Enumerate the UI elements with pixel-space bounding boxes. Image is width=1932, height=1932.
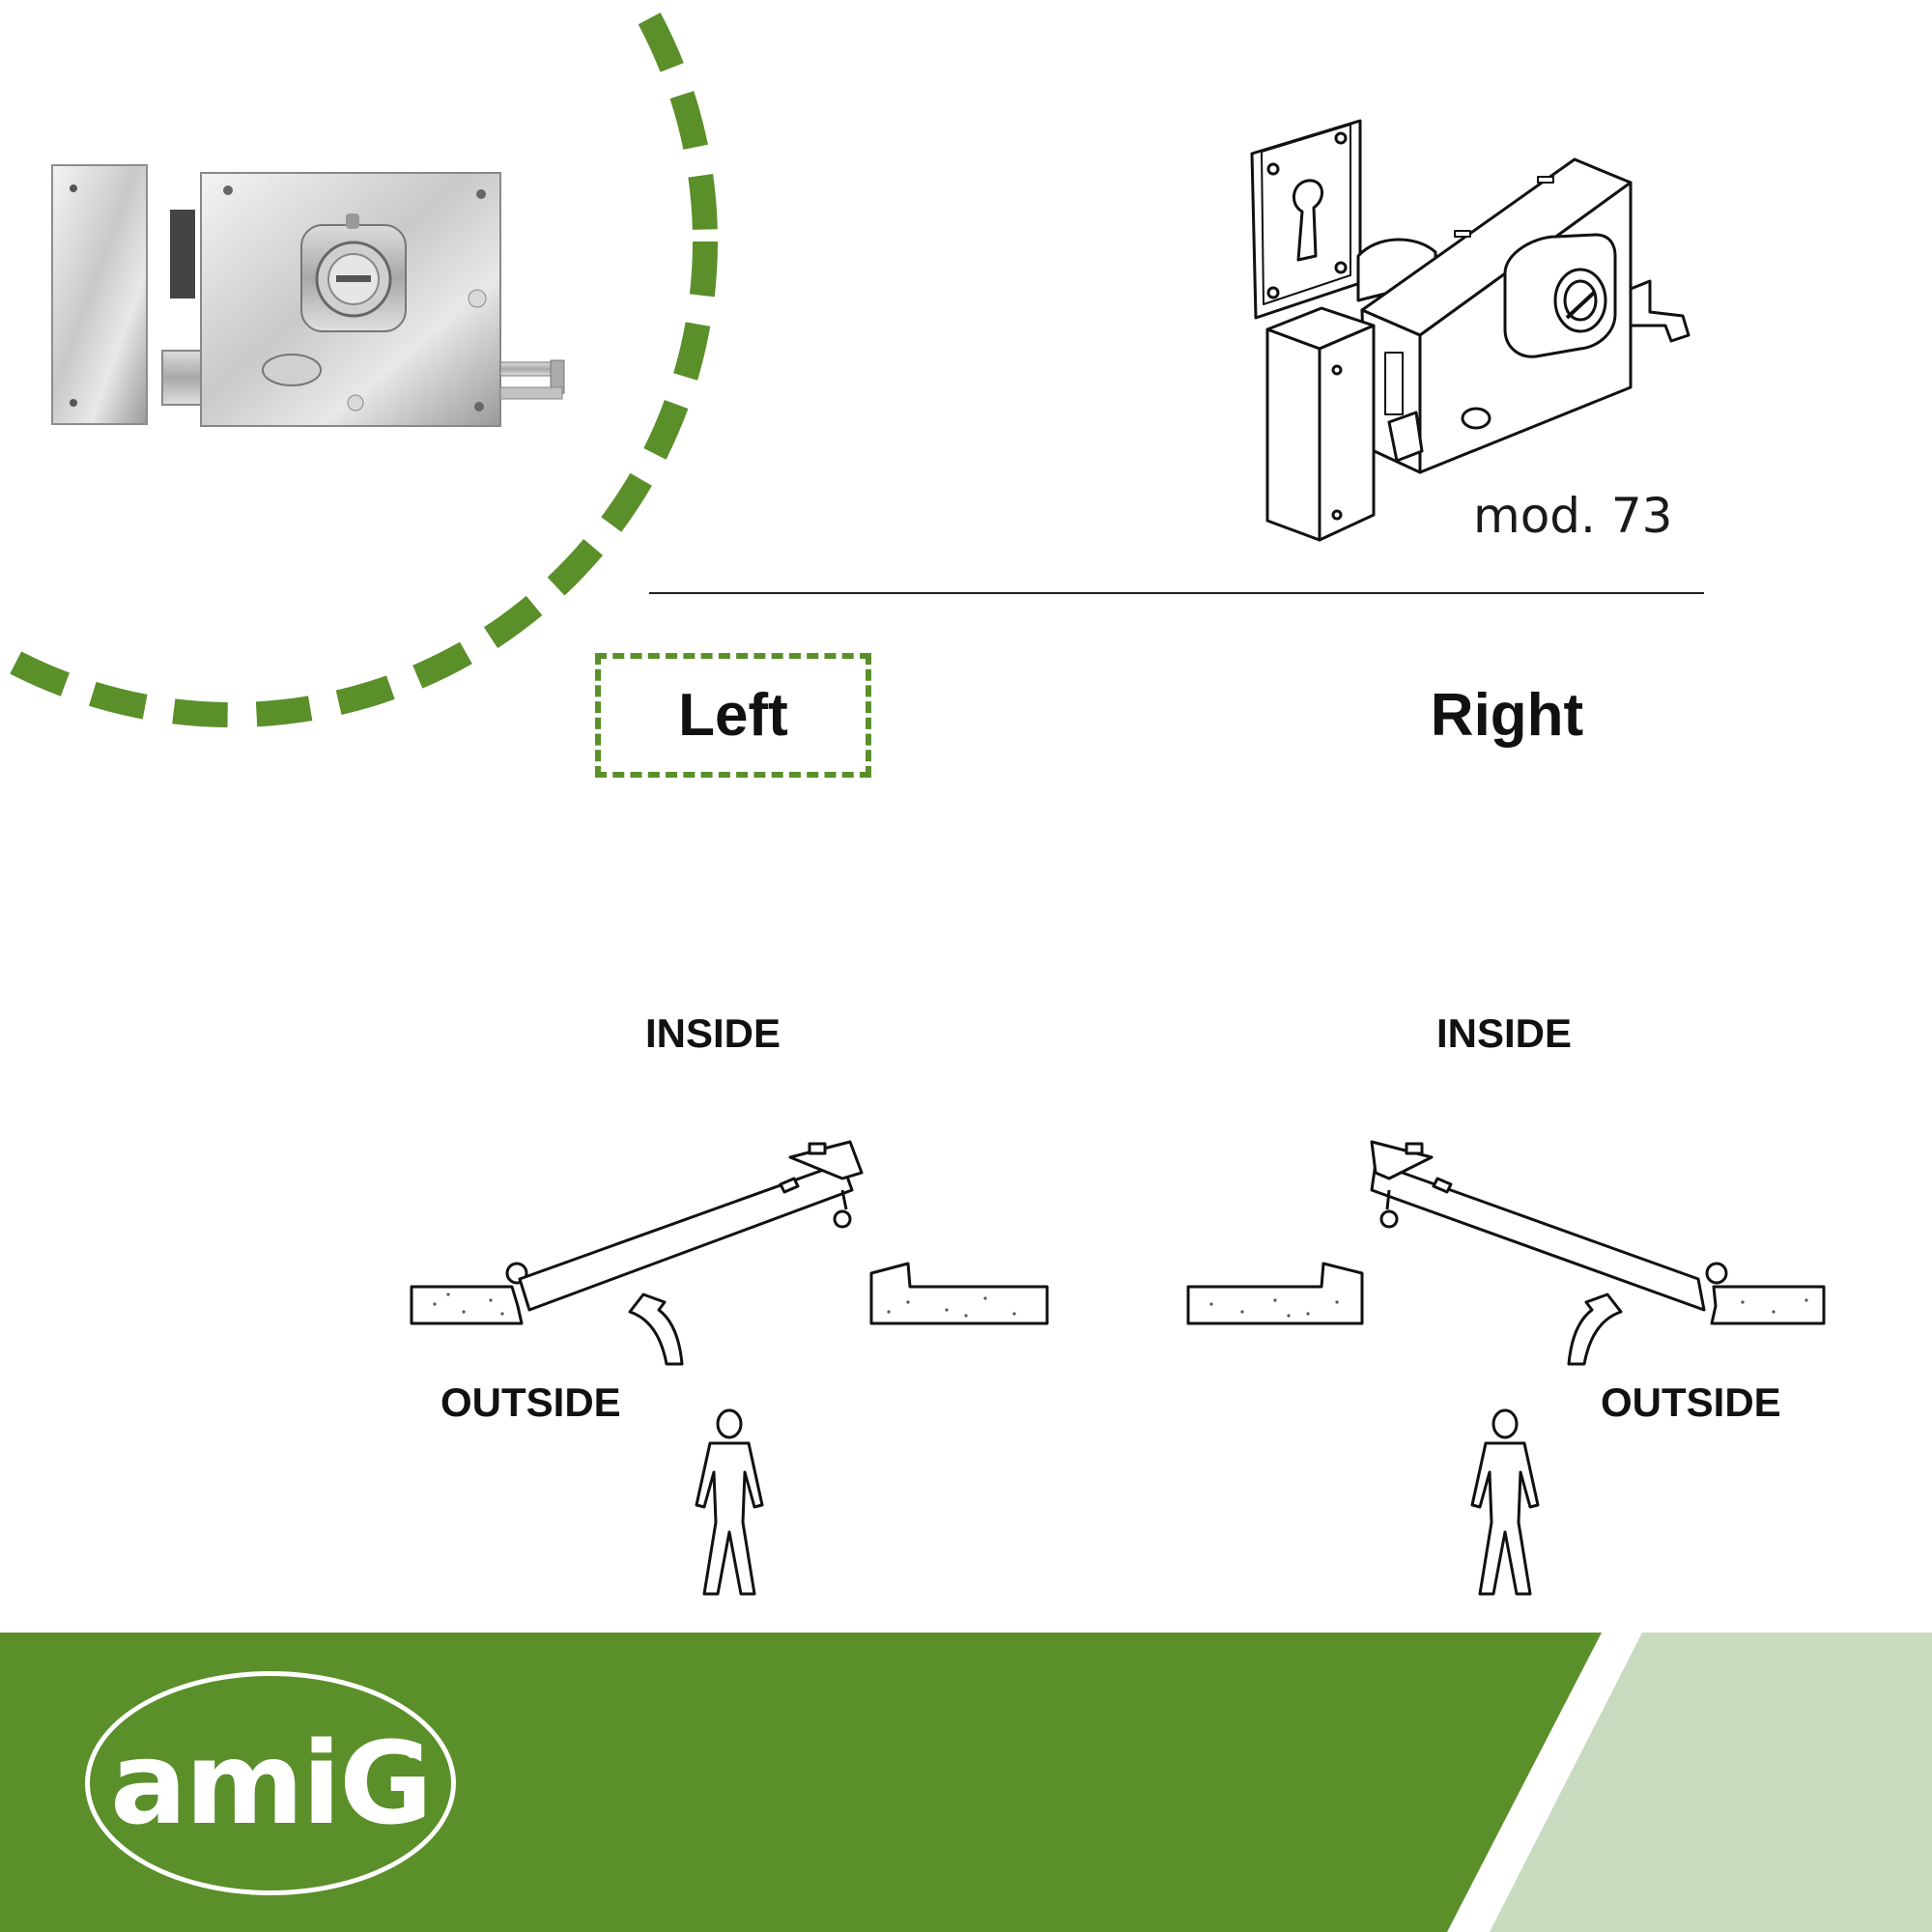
section-divider [649,592,1704,594]
lock-product-photo [51,164,565,427]
left-outside-label: OUTSIDE [440,1379,621,1425]
lock-line-drawing [1250,119,1690,542]
person-icon-left [695,1408,764,1596]
person-icon-right [1470,1408,1540,1596]
left-inside-label: INSIDE [645,1010,781,1056]
left-door-diagram [410,1140,1049,1366]
option-left-label: Left [678,682,788,749]
option-right-button[interactable]: Right [1391,653,1623,778]
option-right-label: Right [1430,682,1584,749]
right-outside-label: OUTSIDE [1601,1379,1781,1425]
right-door-diagram [1186,1140,1826,1366]
brand-logo: amiG ® [85,1671,456,1895]
registered-mark: ® [403,1740,422,1763]
right-inside-label: INSIDE [1436,1010,1573,1056]
dashed-circle-frame [0,0,718,727]
brand-logo-text: amiG [110,1717,433,1850]
option-left-button[interactable]: Left [595,653,871,778]
model-label: mod. 73 [1473,488,1673,544]
